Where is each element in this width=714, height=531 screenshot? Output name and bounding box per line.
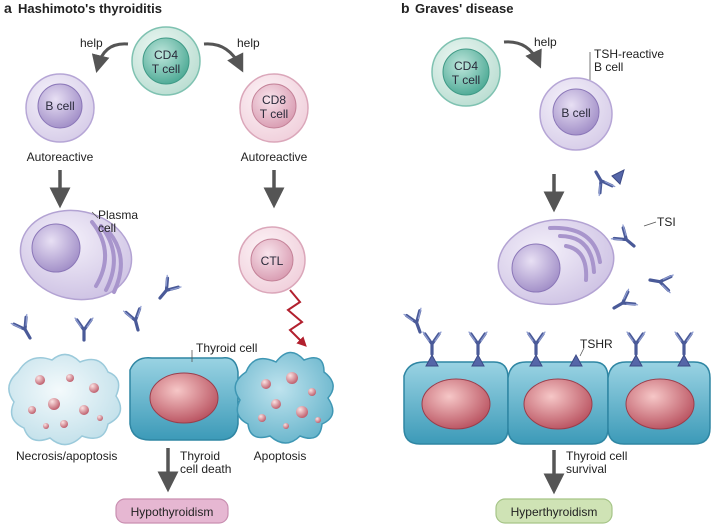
- tshr-receptor-icon: [629, 354, 643, 367]
- help-arrow-right: [203, 42, 244, 73]
- tsh-label-2: B cell: [594, 60, 623, 74]
- antibody-icon: [122, 304, 149, 334]
- cell-death-label-2: cell death: [180, 462, 231, 476]
- cd8-label-2: T cell: [260, 107, 288, 121]
- tshr-label: TSHR: [580, 337, 613, 351]
- cd4-t-cell-a: CD4 T cell: [131, 26, 201, 96]
- help-right-label: help: [237, 36, 260, 50]
- thyroid-cell-b-1: [403, 361, 509, 445]
- tshr-receptor-icon: [677, 354, 691, 367]
- tsh-antigen-icon: [611, 169, 625, 185]
- thyroid-cell-b-2: [507, 361, 609, 445]
- tsi-antibody-icon: [646, 269, 675, 295]
- antibody-icon: [73, 316, 95, 342]
- apoptotic-cell: [234, 351, 334, 444]
- apoptosis-label: Apoptosis: [254, 449, 307, 463]
- membrane-antibody-icon: [586, 165, 617, 198]
- antibody-icon: [9, 312, 40, 345]
- tsh-label-1: TSH-reactive: [594, 47, 664, 61]
- bound-antibody-icon: [467, 330, 489, 356]
- cd8-t-cell: CD8 T cell: [239, 73, 309, 143]
- tshr-leader-line: [579, 347, 585, 357]
- tsi-antibody-icon: [607, 287, 640, 318]
- plasma-label-2: cell: [98, 221, 116, 235]
- tsi-antibody-icon: [609, 223, 642, 255]
- antibody-icon: [151, 273, 183, 306]
- bound-antibody-icon: [625, 330, 647, 356]
- plasma-cell-a: [19, 209, 133, 301]
- tsi-leader-line: [643, 221, 657, 227]
- thyroid-cell-b-3: [607, 361, 711, 445]
- b-cell-b: B cell: [539, 77, 613, 151]
- panel-a-title: Hashimoto's thyroiditis: [18, 1, 162, 16]
- survival-label-2: survival: [566, 462, 607, 476]
- plasma-label-1: Plasma: [98, 208, 138, 222]
- thyroid-cell-a: [129, 350, 239, 441]
- help-left-label: help: [80, 36, 103, 50]
- lightning-icon: [286, 289, 307, 347]
- cd4-label-b2: T cell: [452, 73, 480, 87]
- thyroid-cell-label: Thyroid cell: [196, 341, 257, 355]
- panel-b-title: Graves' disease: [415, 1, 514, 16]
- cell-death-label-1: Thyroid: [180, 449, 220, 463]
- autoreactive-right-label: Autoreactive: [241, 150, 308, 164]
- necrotic-cell: [8, 353, 122, 446]
- bound-antibody-icon: [673, 330, 695, 356]
- survival-label-1: Thyroid cell: [566, 449, 627, 463]
- tsi-label: TSI: [657, 215, 676, 229]
- tshr-receptor-icon: [529, 354, 543, 367]
- b-cell-a: B cell: [25, 73, 95, 143]
- plasma-cell-b: [497, 218, 615, 306]
- cd4-t-cell-b: CD4 T cell: [431, 37, 501, 107]
- cd4-label-a2: T cell: [152, 62, 180, 76]
- cd4-label-b1: CD4: [454, 59, 478, 73]
- cd8-label-1: CD8: [262, 93, 286, 107]
- panel-b-letter: b: [401, 0, 410, 16]
- help-arrow-left: [91, 42, 129, 73]
- ctl-cell: CTL: [238, 226, 306, 294]
- tshr-receptor-icon: [471, 354, 485, 367]
- bound-antibody-icon: [525, 330, 547, 356]
- hypothyroidism-label: Hypothyroidism: [131, 505, 214, 519]
- panel-a-letter: a: [4, 0, 12, 16]
- tshr-receptor-icon: [425, 354, 439, 367]
- b-cell-label-b: B cell: [561, 106, 590, 120]
- necrosis-label: Necrosis/apoptosis: [16, 449, 117, 463]
- autoreactive-left-label: Autoreactive: [27, 150, 94, 164]
- help-label-b: help: [534, 35, 557, 49]
- hyperthyroidism-label: Hyperthyroidism: [511, 505, 598, 519]
- hypothyroidism-box: Hypothyroidism: [115, 498, 229, 524]
- bound-antibody-icon: [402, 306, 431, 337]
- tshr-receptor-icon: [569, 354, 583, 367]
- bound-antibody-icon: [421, 330, 443, 356]
- b-cell-label-a: B cell: [45, 99, 74, 113]
- hyperthyroidism-box: Hyperthyroidism: [495, 498, 613, 524]
- cd4-label-a1: CD4: [154, 48, 178, 62]
- help-arrow-b: [503, 40, 542, 69]
- ctl-label: CTL: [261, 254, 284, 268]
